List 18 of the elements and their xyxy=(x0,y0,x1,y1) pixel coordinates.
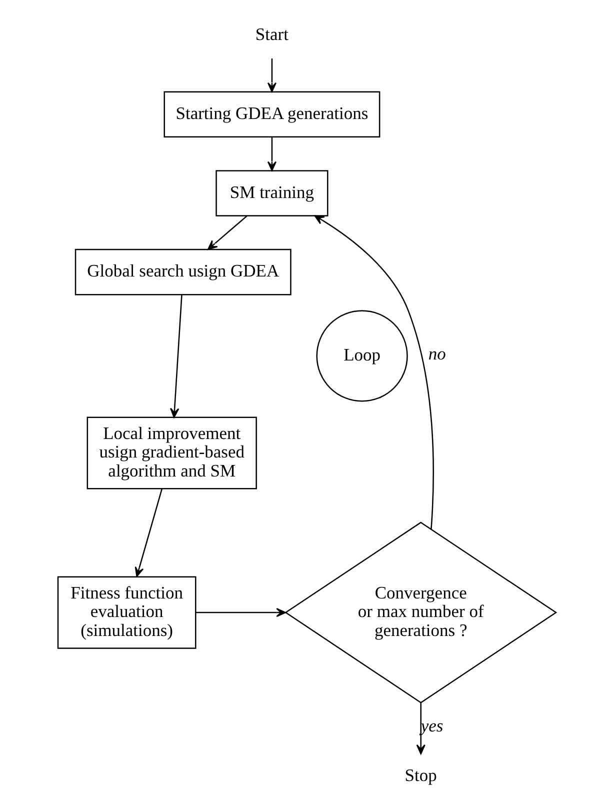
node-text: Stop xyxy=(404,765,436,786)
arrow xyxy=(206,216,247,250)
node-box: Fitness function evaluation (simulations) xyxy=(56,576,196,649)
node-circle: Loop xyxy=(316,310,408,402)
node-box: Local improvement usign gradient-based algorithm and SM xyxy=(86,416,256,490)
arrow xyxy=(134,488,162,577)
node-text: Start xyxy=(254,24,288,44)
node-diamond: Convergence or max number of generations ? xyxy=(284,522,557,704)
arrow xyxy=(314,215,434,530)
node-box: Global search usign GDEA xyxy=(74,248,291,296)
edge-label: no xyxy=(428,343,446,364)
arrow xyxy=(170,294,182,418)
arrow xyxy=(266,137,276,172)
arrow xyxy=(416,702,425,754)
node-box: Starting GDEA generations xyxy=(163,91,380,138)
arrow xyxy=(266,58,276,92)
arrow xyxy=(195,608,286,618)
node-box: SM training xyxy=(215,170,328,216)
